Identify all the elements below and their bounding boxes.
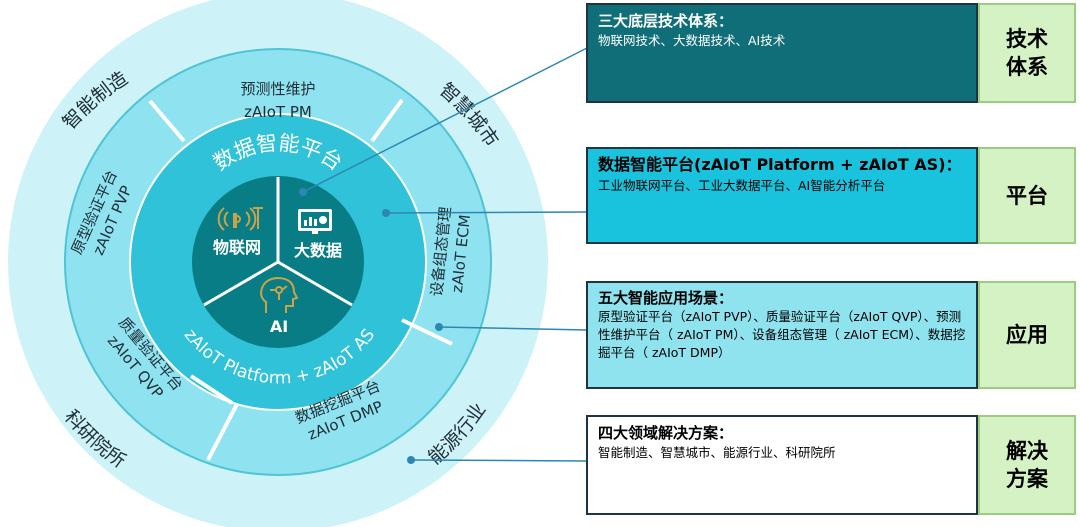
panel-applications-title: 五大智能应用场景： [598,289,734,307]
panel-solutions-title: 四大领域解决方案： [598,424,734,442]
application-ring-dividers [148,98,453,461]
panel-platform: 数据智能平台(zAIoT Platform + zAIoT AS)： 工业物联网… [586,147,978,244]
tag-tech-line1: 技术 [1006,27,1048,51]
panel-tech-body: 物联网技术、大数据技术、AI技术 [598,33,786,48]
tag-platform: 平台 [978,147,1076,244]
connector-lines [302,47,588,462]
panel-platform-title: 数据智能平台(zAIoT Platform + zAIoT AS)： [598,155,962,174]
core-label-bigdata: 大数据 [294,241,342,260]
bigdata-icon [298,209,332,234]
tag-applications: 应用 [978,281,1076,389]
core-label-iot: 物联网 [213,238,261,257]
ai-head-icon [260,276,299,313]
app-pm-code: zAIoT PM [244,103,312,121]
panel-tech-title: 三大底层技术体系： [598,12,734,30]
connector-dots [299,188,443,464]
panel-tech-system: 三大底层技术体系： 物联网技术、大数据技术、AI技术 [586,3,978,103]
tag-solutions: 解决方案 [978,415,1076,515]
tag-applications-line1: 应用 [1006,323,1048,347]
core-dividers [203,177,353,307]
panel-solutions: 四大领域解决方案： 智能制造、智慧城市、能源行业、科研院所 [586,415,978,515]
tag-solutions-line2: 方案 [1006,467,1048,491]
core-label-ai: AI [270,317,288,336]
tag-tech-line2: 体系 [1006,55,1048,79]
app-segment-pm: 预测性维护 zAIoT PM [240,80,315,121]
tag-tech-system: 技术体系 [978,3,1076,103]
iot-icon [217,207,263,231]
tag-solutions-line1: 解决 [1006,439,1048,463]
tag-platform-line1: 平台 [1006,183,1048,208]
panel-applications-body: 原型验证平台（zAIoT PVP）、质量验证平台（zAIoT QVP）、预测性维… [598,309,966,360]
panel-applications: 五大智能应用场景： 原型验证平台（zAIoT PVP）、质量验证平台（zAIoT… [586,281,978,389]
panel-platform-body: 工业物联网平台、工业大数据平台、AI智能分析平台 [598,178,886,193]
panel-solutions-body: 智能制造、智慧城市、能源行业、科研院所 [598,445,836,460]
app-pm-name: 预测性维护 [240,80,315,98]
